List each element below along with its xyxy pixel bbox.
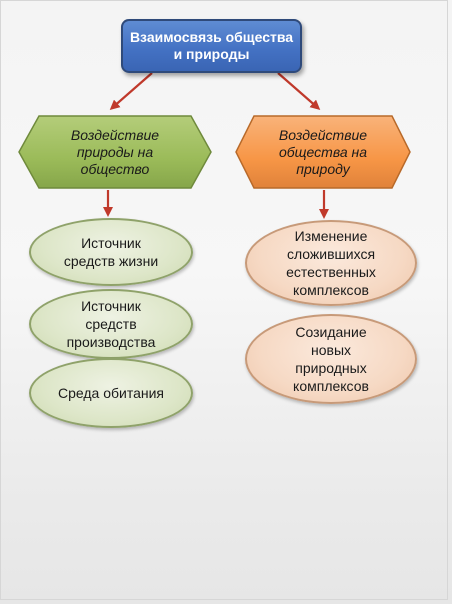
left-item-life-means: Источник средств жизни [29, 218, 193, 286]
hexagon-orange-shape [235, 115, 411, 189]
left-branch-heading-label: Воздействие природы на общество [70, 126, 160, 177]
hexagon-green-shape [18, 115, 212, 189]
right-branch-heading-label: Воздействие общества на природу [278, 126, 368, 177]
right-item-change-complexes: Изменение сложившихся естественных компл… [245, 220, 417, 306]
left-branch-heading: Воздействие природы на общество [17, 114, 213, 190]
left-item-habitat: Среда обитания [29, 358, 193, 428]
left-item-production-means: Источник средств производства [29, 289, 193, 359]
right-branch-heading: Воздействие общества на природу [234, 114, 412, 190]
diagram-title: Взаимосвязь общества и природы [121, 19, 302, 73]
right-item-create-complexes: Созидание новых природных комплексов [245, 314, 417, 404]
